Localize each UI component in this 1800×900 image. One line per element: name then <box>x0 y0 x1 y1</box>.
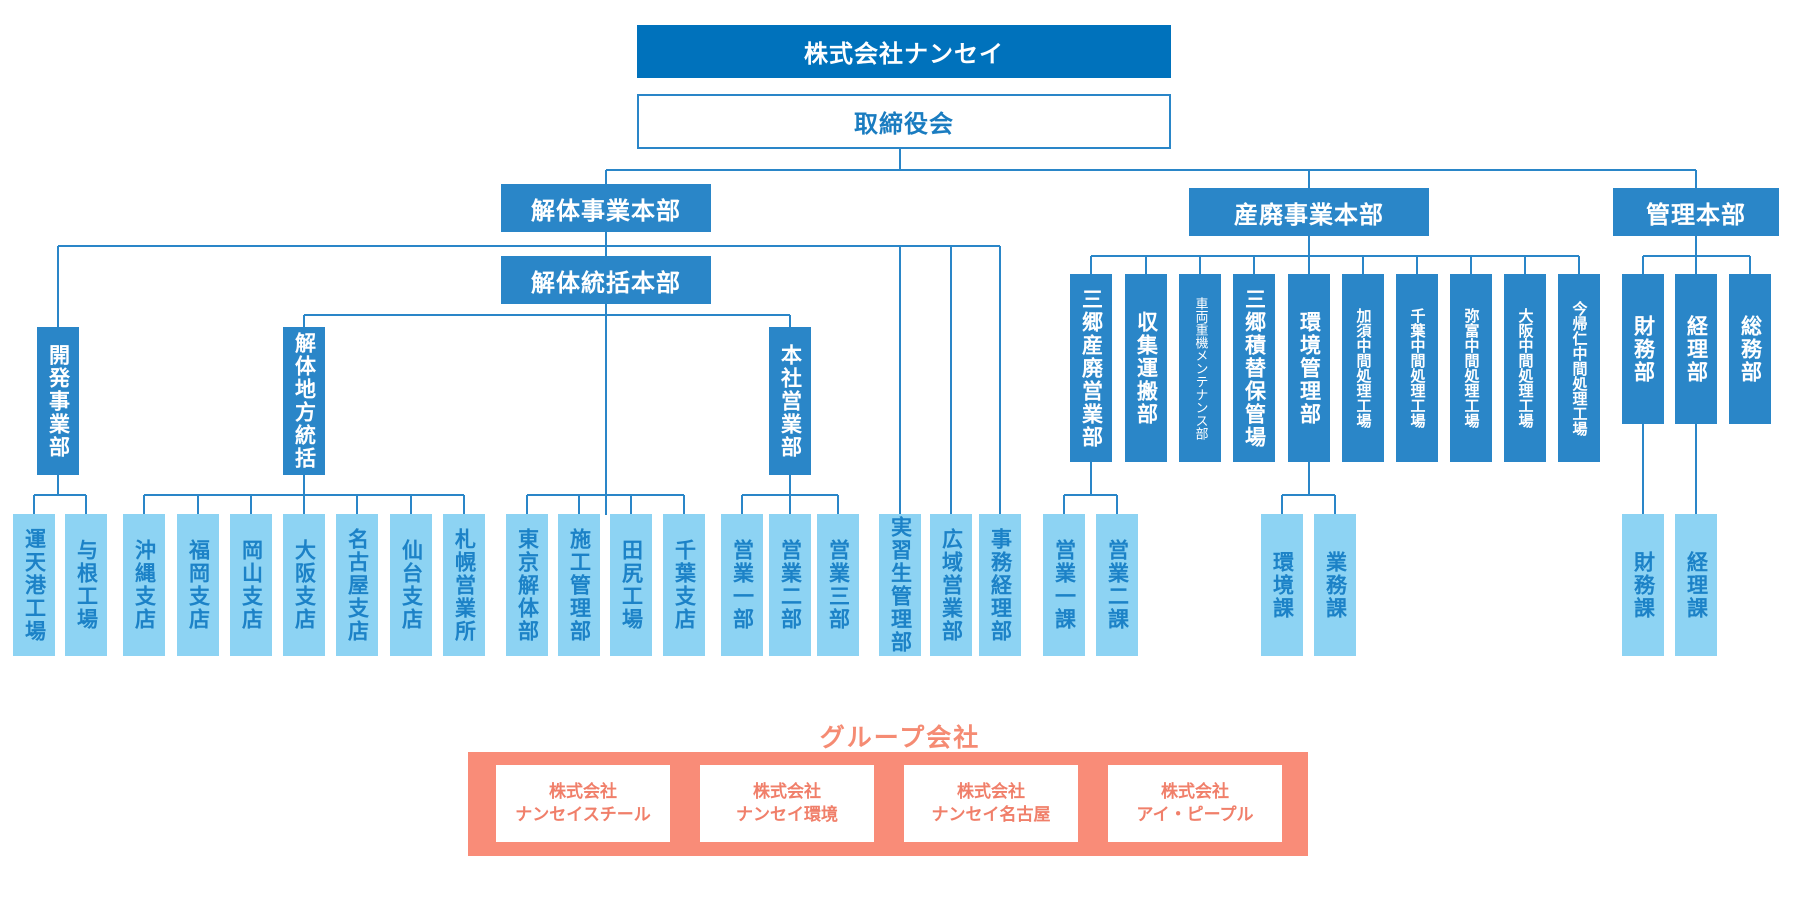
group-panel: 株式会社 ナンセイスチール 株式会社 ナンセイ環境 株式会社 ナンセイ名古屋 株… <box>468 752 1308 856</box>
unit-box: 経理課 <box>1675 514 1717 656</box>
dept-box: 大阪中間処理工場 <box>1504 274 1546 462</box>
group-company-card: 株式会社 アイ・ピープル <box>1108 765 1282 842</box>
demolition-division-box: 解体事業本部 <box>501 184 711 232</box>
head-sales-dept-box: 本社営業部 <box>769 327 811 475</box>
unit-box: 営業二部 <box>769 514 811 656</box>
group-company-card: 株式会社 ナンセイ環境 <box>700 765 874 842</box>
unit-box: 事務経理部 <box>979 514 1021 656</box>
unit-box: 与根工場 <box>65 514 107 656</box>
dept-box: 今帰仁中間処理工場 <box>1558 274 1600 462</box>
unit-box: 営業二課 <box>1096 514 1138 656</box>
management-division-box: 管理本部 <box>1613 188 1779 236</box>
regional-dept-box: 解体地方統括 <box>283 327 325 475</box>
group-company-line2: ナンセイ名古屋 <box>931 804 1051 825</box>
dept-box: 弥富中間処理工場 <box>1450 274 1492 462</box>
dept-box: 経理部 <box>1675 274 1717 424</box>
unit-box: 福岡支店 <box>177 514 219 656</box>
unit-box: 実習生管理部 <box>879 514 921 656</box>
group-company-line1: 株式会社 <box>753 781 821 802</box>
dept-box: 三郷産廃営業部 <box>1070 274 1112 462</box>
group-company-line2: ナンセイ環境 <box>736 804 838 825</box>
unit-box: 大阪支店 <box>283 514 325 656</box>
unit-box: 千葉支店 <box>663 514 705 656</box>
dept-box: 財務部 <box>1622 274 1664 424</box>
group-company-line1: 株式会社 <box>1161 781 1229 802</box>
dept-box: 環境管理部 <box>1288 274 1330 462</box>
dept-box: 千葉中間処理工場 <box>1396 274 1438 462</box>
unit-box: 運天港工場 <box>13 514 55 656</box>
unit-box: 営業三部 <box>817 514 859 656</box>
unit-box: 営業一部 <box>721 514 763 656</box>
group-company-line2: アイ・ピープル <box>1136 804 1254 825</box>
dept-box: 加須中間処理工場 <box>1342 274 1384 462</box>
unit-box: 施工管理部 <box>558 514 600 656</box>
demolition-control-box: 解体統括本部 <box>501 256 711 304</box>
board-box: 取締役会 <box>637 94 1171 149</box>
dept-box: 総務部 <box>1729 274 1771 424</box>
unit-box: 東京解体部 <box>506 514 548 656</box>
dept-box: 車両重機メンテナンス部 <box>1179 274 1221 462</box>
unit-box: 営業一課 <box>1043 514 1085 656</box>
dept-box: 収集運搬部 <box>1125 274 1167 462</box>
group-company-line1: 株式会社 <box>957 781 1025 802</box>
industrial-waste-division-box: 産廃事業本部 <box>1189 188 1429 236</box>
unit-box: 岡山支店 <box>230 514 272 656</box>
unit-box: 沖縄支店 <box>123 514 165 656</box>
group-company-card: 株式会社 ナンセイスチール <box>496 765 670 842</box>
unit-box: 業務課 <box>1314 514 1356 656</box>
unit-box: 環境課 <box>1261 514 1303 656</box>
unit-box: 田尻工場 <box>610 514 652 656</box>
company-box: 株式会社ナンセイ <box>637 25 1171 78</box>
unit-box: 名古屋支店 <box>336 514 378 656</box>
group-title: グループ会社 <box>819 723 981 752</box>
unit-box: 札幌営業所 <box>443 514 485 656</box>
unit-box: 財務課 <box>1622 514 1664 656</box>
unit-box: 広域営業部 <box>930 514 972 656</box>
group-company-line1: 株式会社 <box>549 781 617 802</box>
unit-box: 仙台支店 <box>390 514 432 656</box>
group-company-line2: ナンセイスチール <box>515 804 651 825</box>
development-dept-box: 開発事業部 <box>37 327 79 475</box>
group-company-card: 株式会社 ナンセイ名古屋 <box>904 765 1078 842</box>
dept-box: 三郷積替保管場 <box>1233 274 1275 462</box>
